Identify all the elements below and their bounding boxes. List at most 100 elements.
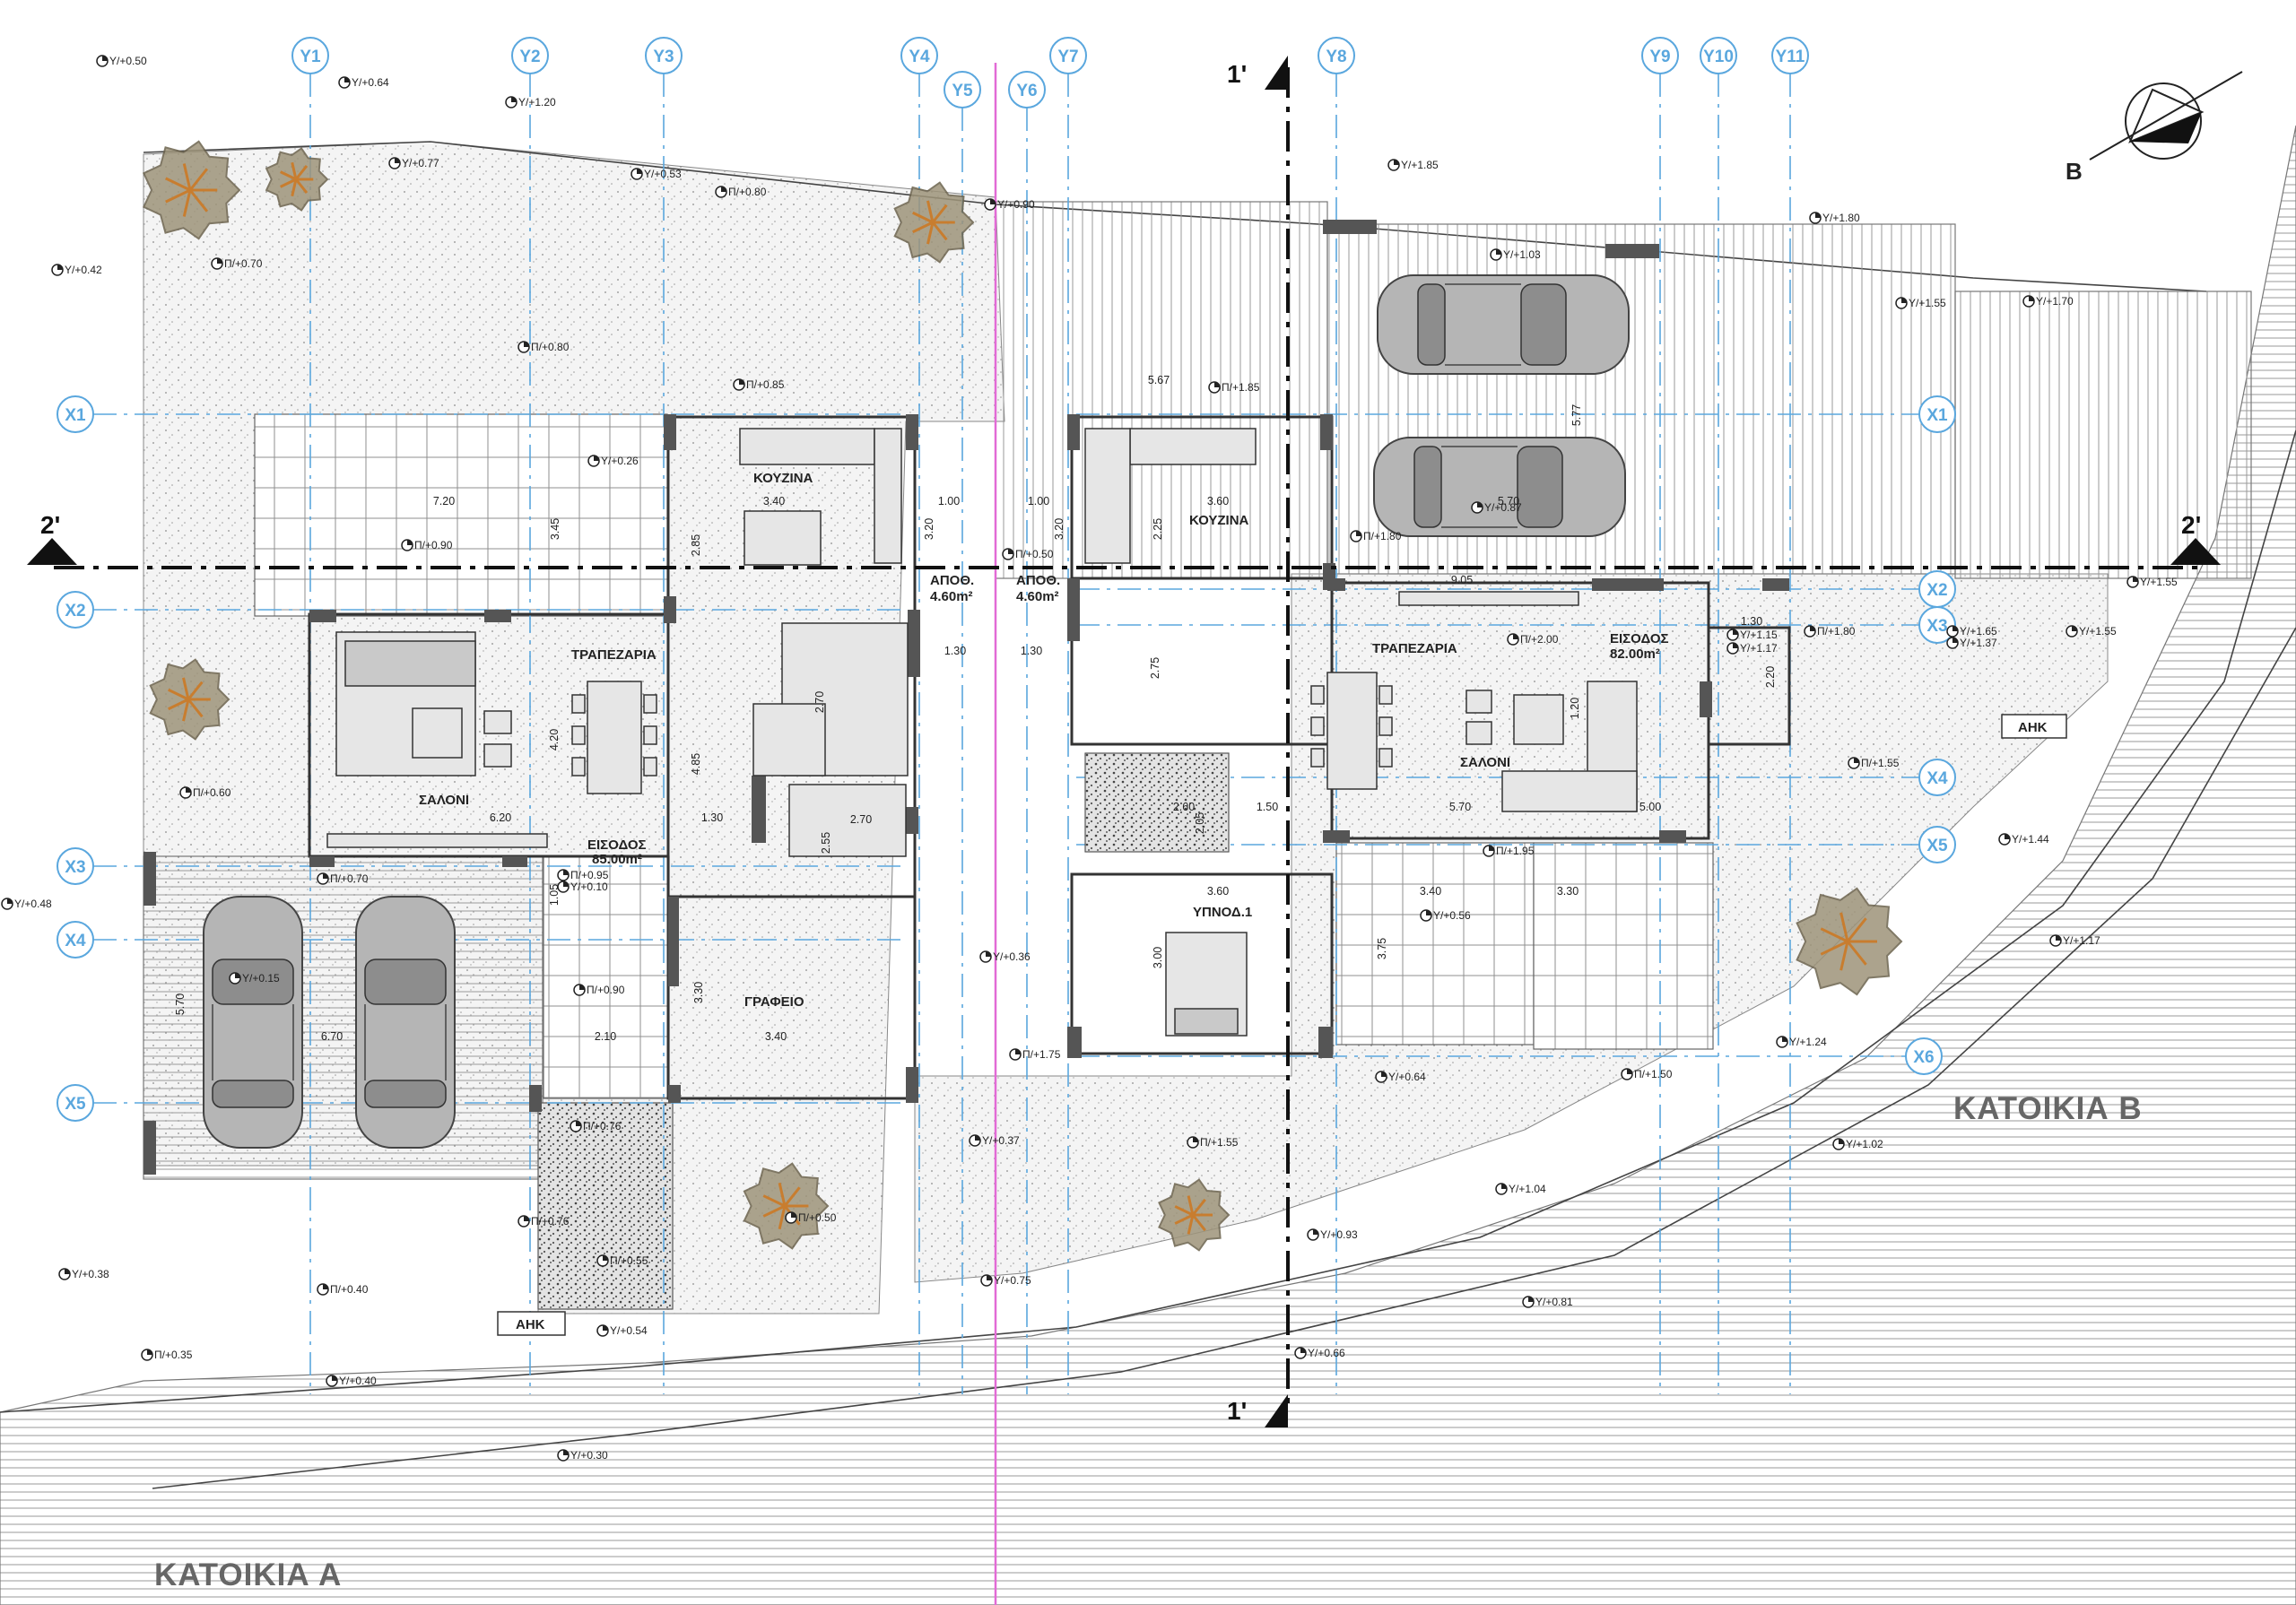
room-entrance-a: ΕΙΣΟΔΟΣ	[587, 837, 647, 853]
level-text: Υ/+0.30	[570, 1449, 608, 1462]
level-marker: Υ/+0.40	[326, 1375, 377, 1387]
level-marker: Π/+0.80	[715, 186, 767, 198]
level-marker: Π/+0.55	[596, 1254, 648, 1267]
level-text: Υ/+0.40	[339, 1375, 377, 1387]
dimension-label: 4.85	[690, 753, 702, 775]
grid-row-bubble-right-X1	[1918, 395, 1956, 433]
house-a-furniture	[326, 428, 909, 857]
level-marker: Υ/+1.17	[2049, 934, 2100, 947]
level-text: Υ/+1.15	[1740, 629, 1778, 641]
level-text: Υ/+1.17	[1740, 642, 1778, 655]
grid-column-bubble-Y9	[1641, 37, 1679, 74]
level-marker: Υ/+1.20	[505, 96, 556, 108]
room-bedroom: ΥΠΝΟΔ.1	[1193, 905, 1252, 920]
level-marker: Υ/+1.17	[1726, 642, 1778, 655]
dimension-label: 2.85	[690, 534, 702, 556]
dimension-label: 1.00	[938, 495, 960, 508]
level-text: Π/+0.50	[798, 1211, 837, 1224]
level-text: Υ/+0.15	[242, 972, 280, 985]
house-a-title: ΚΑΤΟΙΚΙΑ Α	[154, 1557, 342, 1592]
grid-row-bubble-left-X4	[57, 921, 94, 959]
grid-column-bubble-Y2	[511, 37, 549, 74]
grid-column-bubble-Y1	[291, 37, 329, 74]
level-marker: Υ/+0.87	[1471, 501, 1522, 514]
grid-column-bubble-Y10	[1700, 37, 1737, 74]
level-marker: Π/+0.50	[1002, 548, 1054, 560]
room-ahk-a: ΑΗΚ	[516, 1317, 545, 1332]
dimension-label: 5.70	[174, 993, 187, 1015]
dimension-label: 3.40	[763, 495, 785, 508]
dimension-label: 5.00	[1639, 801, 1661, 813]
level-marker: Υ/+0.36	[979, 950, 1031, 963]
dimension-label: 3.30	[1557, 885, 1578, 898]
level-text: Υ/+1.17	[2063, 934, 2100, 947]
level-text: Π/+0.35	[154, 1349, 193, 1361]
grid-column-label: Y1	[300, 48, 321, 66]
level-text: Υ/+1.65	[1960, 625, 1997, 638]
dimension-label: 3.45	[549, 518, 561, 540]
grid-column-label: Y8	[1326, 48, 1346, 66]
level-text: Π/+1.75	[1022, 1048, 1061, 1061]
level-marker: Π/+1.80	[1350, 530, 1402, 542]
level-marker: Υ/+1.02	[1832, 1138, 1883, 1150]
level-marker: Υ/+1.44	[1998, 833, 2049, 846]
level-text: Υ/+0.93	[1320, 1228, 1358, 1241]
grid-row-label-right: X5	[1926, 837, 1948, 855]
level-marker: Υ/+0.26	[587, 455, 639, 467]
dimension-label: 2.60	[1173, 801, 1195, 813]
level-marker: Υ/+1.80	[1809, 212, 1860, 224]
dimension-label: 4.20	[548, 729, 561, 750]
grid-column-bubble-Y5	[944, 71, 981, 108]
room-kitchen-b: ΚΟΥΖΙΝΑ	[1189, 513, 1249, 528]
grid-column-label: Y10	[1703, 48, 1734, 66]
grid-column-bubble-Y11	[1771, 37, 1809, 74]
dimension-label: 3.40	[1420, 885, 1441, 898]
level-marker: Υ/+0.48	[1, 898, 52, 910]
level-text: Π/+0.95	[570, 869, 609, 881]
section-2-label-right: 2'	[2181, 511, 2201, 539]
level-marker: Π/+0.85	[733, 378, 785, 391]
level-marker: Π/+0.90	[573, 984, 625, 996]
section-marker-top	[1265, 56, 1288, 90]
north-arrow: B	[2066, 71, 2243, 185]
level-text: Υ/+1.85	[1401, 159, 1439, 171]
house-b-furniture	[1084, 428, 1638, 1037]
grid-row-label-right: X4	[1926, 769, 1948, 788]
level-text: Υ/+0.50	[109, 55, 147, 67]
level-marker: Π/+0.80	[517, 341, 570, 353]
dimension-label: 1.30	[1741, 615, 1762, 628]
car-4	[1373, 437, 1626, 537]
grid-row-label-right: X6	[1913, 1048, 1934, 1067]
grid-column-bubble-Y7	[1049, 37, 1087, 74]
level-text: Π/+0.76	[583, 1120, 622, 1132]
level-text: Υ/+1.55	[2140, 576, 2178, 588]
grid-row-label-right: X2	[1926, 581, 1947, 600]
grid-row-label-left: X3	[65, 858, 85, 877]
level-text: Υ/+1.03	[1503, 248, 1541, 261]
room-storage-b: ΑΠΟΘ.	[1016, 573, 1060, 588]
level-text: Υ/+0.64	[352, 76, 389, 89]
level-marker: Υ/+0.66	[1294, 1347, 1345, 1359]
room-labels: ΚΟΥΖΙΝΑ ΚΟΥΖΙΝΑ ΑΠΟΘ. 4.60m² ΑΠΟΘ. 4.60m…	[419, 471, 2067, 1336]
landscape-trees	[142, 140, 1903, 1252]
level-marker: Π/+2.00	[1507, 633, 1559, 646]
grid-column-label: Y6	[1016, 82, 1037, 100]
level-text: Π/+2.00	[1520, 633, 1559, 646]
level-marker: Π/+1.80	[1804, 625, 1856, 638]
tree-5	[149, 658, 230, 741]
level-marker: Υ/+1.24	[1776, 1036, 1827, 1048]
grid-column-label: Y3	[653, 48, 674, 66]
grid-row-label-left: X2	[65, 602, 85, 620]
grid-row-bubble-right-X4	[1918, 759, 1956, 796]
level-text: Υ/+1.44	[2012, 833, 2049, 846]
level-marker: Υ/+1.55	[1895, 297, 1946, 309]
level-marker: Υ/+0.64	[338, 76, 389, 89]
level-marker: Π/+0.76	[517, 1215, 570, 1228]
house-b-walls	[1067, 220, 1791, 1058]
level-text: Π/+1.80	[1817, 625, 1856, 638]
level-text: Π/+0.40	[330, 1283, 369, 1296]
level-marker: Υ/+0.54	[596, 1324, 648, 1337]
level-marker: Υ/+0.15	[229, 972, 280, 985]
